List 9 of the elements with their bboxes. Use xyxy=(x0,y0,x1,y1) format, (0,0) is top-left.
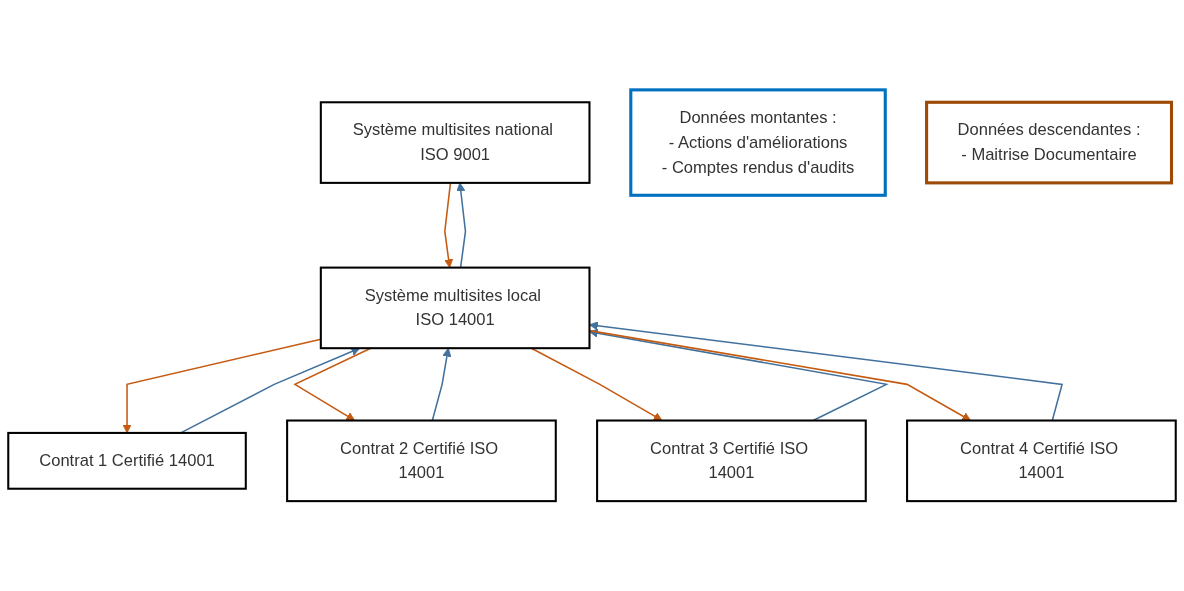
node-box: Contrat 3 Certifié ISO 14001 xyxy=(596,419,867,503)
arrow xyxy=(444,182,454,268)
node-box: Système multisites national ISO 9001 xyxy=(319,101,591,184)
node-box: Données montantes : - Actions d'améliorations - Comptes rendus d'audits xyxy=(629,88,887,197)
node-box: Contrat 2 Certifié ISO 14001 xyxy=(286,419,557,503)
node-box: Contrat 4 Certifié ISO 14001 xyxy=(906,419,1177,503)
node-box: Contrat 1 Certifié 14001 xyxy=(7,431,247,490)
node-box: Données descendantes : - Maitrise Documentaire xyxy=(925,100,1174,185)
node-box: Système multisites local ISO 14001 xyxy=(319,266,591,350)
